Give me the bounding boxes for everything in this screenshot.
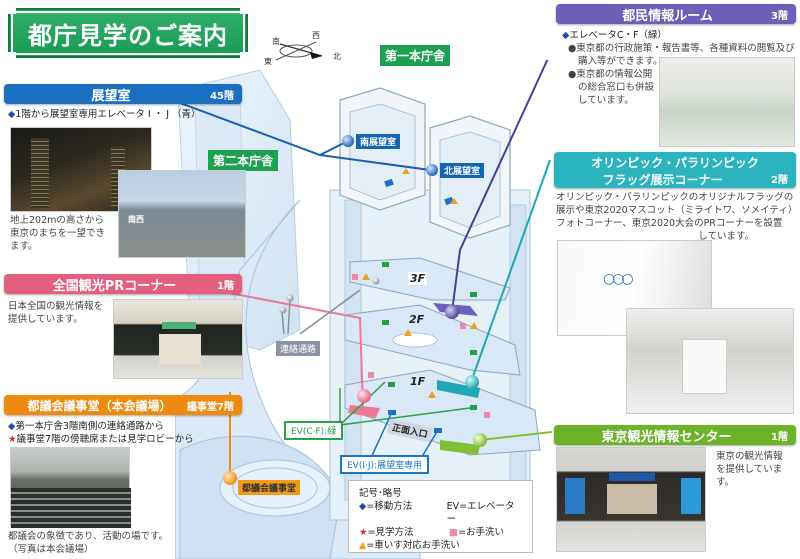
- olympic-title-line1: オリンピック・パラリンピック: [591, 156, 759, 170]
- pr-corner-title: 全国観光PRコーナー: [52, 278, 177, 294]
- info-room-header: 都民情報ルーム 3階: [556, 4, 796, 24]
- legend-title: 記号･略号: [359, 488, 402, 499]
- observatory-header: 展望室 45階: [4, 84, 242, 104]
- wheelchair-restroom-icon: ▲: [359, 540, 367, 551]
- tourist-center-header: 東京観光情報センター 1階: [554, 425, 796, 445]
- olympic-header: オリンピック・パラリンピック フラッグ展示コーナー 2階: [554, 152, 796, 188]
- diamond-icon: ◆: [562, 30, 570, 41]
- assembly-floor: 議事堂7階: [187, 401, 234, 413]
- pr-corner-photo: [113, 299, 243, 379]
- bullet-icon: ●: [568, 69, 577, 80]
- olympic-title-line2: フラッグ展示コーナー: [602, 173, 723, 187]
- floor-label-1f: 1F: [410, 375, 426, 388]
- info-room-bullet-1: ●東京都の行政施策・報告書等、各種資料の閲覧及び 購入等ができます。: [568, 43, 795, 67]
- assembly-access-move: ◆第一本庁舎3階南側の連絡通路から: [8, 421, 164, 432]
- assembly-title: 都議会議事堂（本会議場）: [27, 398, 172, 413]
- tourist-center-floor: 1階: [771, 431, 788, 443]
- observatory-access: ◆1階から展望室専用エレベータ I ・ J （青）: [8, 109, 201, 120]
- info-room-photo: [659, 57, 795, 147]
- compass-west: 西: [312, 31, 320, 40]
- compass-north: 北: [333, 52, 341, 61]
- diamond-icon: ◆: [359, 501, 367, 512]
- pr-corner-floor: 1階: [217, 280, 234, 292]
- olympic-floor: 2階: [771, 175, 788, 186]
- page-title: 都庁見学のご案内: [8, 8, 248, 58]
- label-second-building: 第二本庁舎: [208, 150, 279, 171]
- assembly-access-tour: ★議事堂7階の傍聴席または見学ロビーから: [8, 434, 194, 445]
- label-ev-cf: EV(C·F):緑: [284, 421, 344, 440]
- assembly-description: 都議会の象徴であり、活動の場です。 （写真は本会議場）: [8, 531, 169, 555]
- assembly-photo: [10, 447, 131, 528]
- tourist-center-description: 東京の観光情報 を提供しています。: [716, 451, 783, 488]
- diamond-icon: ◆: [8, 421, 16, 432]
- compass-east: 東: [264, 57, 272, 66]
- photo-direction-label: 南西: [128, 215, 144, 224]
- label-assembly-hall: 都議会議事堂: [238, 480, 301, 495]
- label-south-observatory: 南展望室: [356, 134, 401, 149]
- olympic-rings-icon: ○○○: [603, 271, 634, 287]
- pr-corner-header: 全国観光PRコーナー 1階: [4, 274, 242, 294]
- star-icon: ★: [8, 434, 17, 445]
- diamond-icon: ◆: [8, 109, 16, 120]
- floor-label-3f: 3F: [408, 272, 428, 285]
- info-room-floor: 3階: [771, 10, 788, 22]
- observatory-title: 展望室: [91, 88, 131, 104]
- compass-icon: [275, 41, 323, 61]
- pr-corner-description: 日本全国の観光情報を 提供しています。: [8, 301, 104, 325]
- legend: 記号･略号 ◆=移動方法 EV=エレベーター ★=見学方法 ■=お手洗い ▲=車…: [348, 480, 533, 553]
- legend-ev: EV=エレベーター: [446, 501, 515, 525]
- label-north-observatory: 北展望室: [440, 163, 485, 178]
- star-icon: ★: [359, 527, 368, 538]
- info-room-bullet-2: ●東京都の情報公開 の総合窓口も併設 しています。: [568, 69, 655, 106]
- olympic-photo-2: [626, 308, 794, 414]
- info-room-access: ◆エレベータC・F（緑）: [562, 30, 667, 41]
- tourist-center-photo: [556, 447, 706, 552]
- label-passage: 連絡通路: [276, 341, 321, 356]
- observatory-description: 地上202mの高さから 東京のまちを一望でき ます。: [10, 215, 106, 252]
- label-first-building: 第一本庁舎: [380, 45, 451, 66]
- bullet-icon: ●: [568, 43, 577, 54]
- label-ev-ij: EV(I·J):展望室専用: [340, 455, 430, 474]
- observatory-day-photo: [118, 170, 246, 258]
- info-room-title: 都民情報ルーム: [622, 8, 713, 24]
- restroom-icon: ■: [449, 527, 458, 538]
- tourist-center-title: 東京観光情報センター: [601, 429, 732, 445]
- compass-south: 南: [272, 37, 280, 46]
- olympic-description: オリンピック・パラリンピックのオリジナルフラッグの 展示や東京2020マスコット…: [556, 192, 798, 242]
- floor-label-2f: 2F: [409, 313, 425, 326]
- observatory-floor: 45階: [210, 90, 234, 102]
- assembly-header: 都議会議事堂（本会議場） 議事堂7階: [4, 395, 242, 415]
